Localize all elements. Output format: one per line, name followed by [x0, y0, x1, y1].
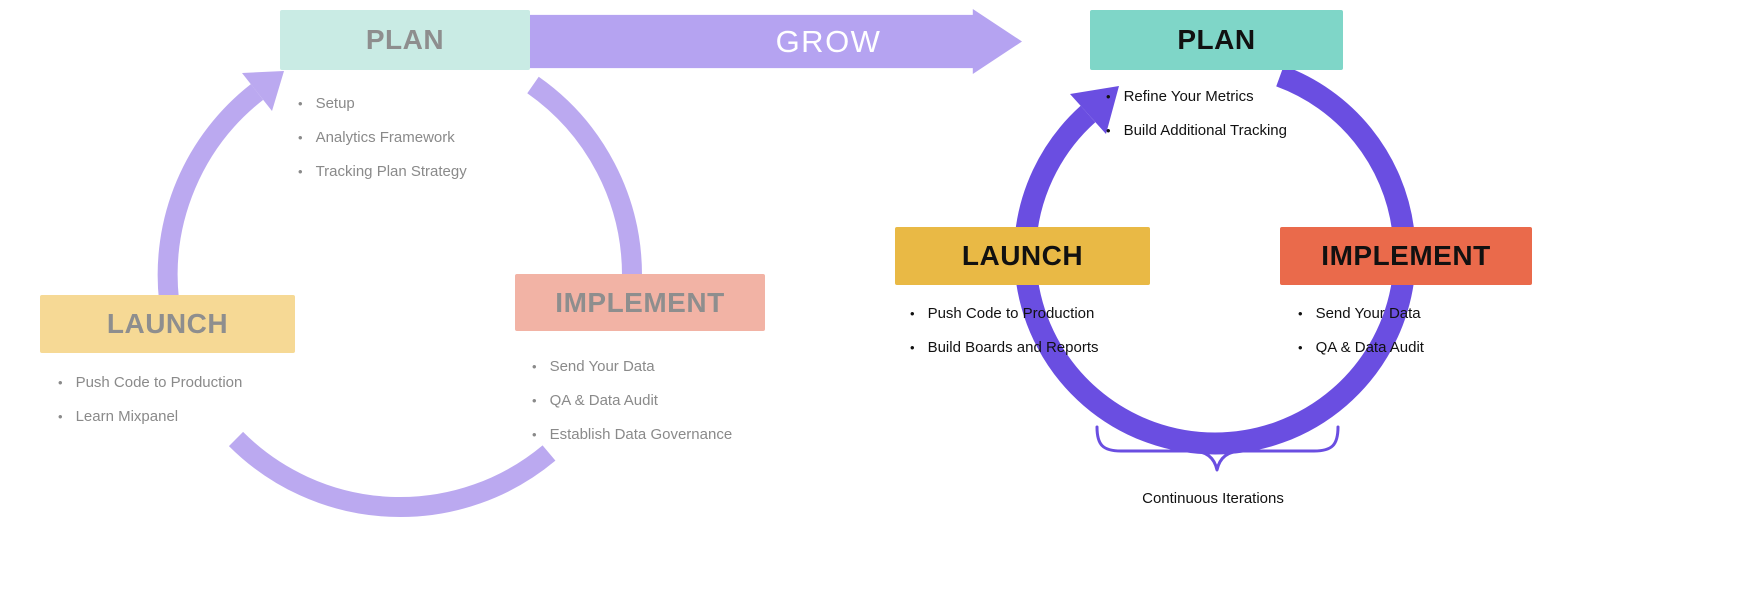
bullet-text: Push Code to Production [75, 374, 243, 391]
bullet-icon: • [298, 130, 303, 145]
bullet-icon: • [1298, 340, 1303, 355]
bullet-icon: • [532, 427, 537, 442]
right-arc-plan-to-implement [1276, 65, 1414, 231]
list-item: • Push Code to Production [910, 304, 1099, 323]
right-implement-box: IMPLEMENT [1280, 227, 1532, 285]
bullet-icon: • [910, 306, 915, 321]
bullet-text: Send Your Data [1315, 305, 1421, 322]
bullet-icon: • [1106, 123, 1111, 138]
right-implement-bullets: • Send Your Data • QA & Data Audit [1298, 304, 1424, 372]
bullet-icon: • [910, 340, 915, 355]
bullet-icon: • [1106, 89, 1111, 104]
right-implement-label: IMPLEMENT [1321, 240, 1491, 271]
right-launch-box: LAUNCH [895, 227, 1150, 285]
left-implement-box: IMPLEMENT [515, 274, 765, 331]
list-item: • Refine Your Metrics [1106, 87, 1287, 106]
right-launch-bullets: • Push Code to Production • Build Boards… [910, 304, 1099, 372]
bullet-text: Build Additional Tracking [1123, 122, 1287, 139]
left-launch-label: LAUNCH [106, 308, 229, 339]
bullet-icon: • [532, 359, 537, 374]
continuous-iterations-brace-icon [1095, 425, 1340, 472]
right-plan-label: PLAN [1177, 24, 1256, 55]
left-plan-box: PLAN [280, 10, 530, 70]
right-launch-label: LAUNCH [961, 240, 1084, 271]
left-arc-implement-to-launch [228, 431, 556, 518]
right-arc-implement-to-launch [1016, 279, 1414, 455]
bullet-text: Establish Data Governance [549, 426, 733, 443]
right-plan-bullets: • Refine Your Metrics • Build Additional… [1106, 87, 1287, 155]
bullet-text: Push Code to Production [927, 305, 1095, 322]
left-implement-label: IMPLEMENT [555, 286, 725, 318]
left-launch-box: LAUNCH [40, 295, 295, 353]
bullet-icon: • [58, 409, 63, 424]
bullet-text: QA & Data Audit [549, 392, 658, 409]
right-plan-box: PLAN [1090, 10, 1343, 70]
list-item: • Setup [298, 94, 467, 113]
bullet-text: Setup [315, 95, 355, 112]
list-item: • Analytics Framework [298, 128, 467, 147]
right-cycle-arrowhead-icon [1070, 86, 1119, 134]
bullet-icon: • [58, 375, 63, 390]
bullet-text: Analytics Framework [315, 129, 455, 146]
bullet-icon: • [298, 96, 303, 111]
list-item: • Learn Mixpanel [58, 407, 242, 426]
list-item: • QA & Data Audit [532, 391, 732, 410]
continuous-iterations-caption: Continuous Iterations [1142, 490, 1284, 507]
list-item: • Send Your Data [532, 357, 732, 376]
list-item: • Tracking Plan Strategy [298, 162, 467, 181]
left-implement-bullets: • Send Your Data • QA & Data Audit • Est… [532, 357, 732, 459]
list-item: • Send Your Data [1298, 304, 1424, 323]
left-cycle-arrowhead-icon [242, 71, 284, 111]
list-item: • Push Code to Production [58, 373, 242, 392]
bullet-icon: • [298, 164, 303, 179]
bullet-text: Learn Mixpanel [75, 408, 179, 425]
left-launch-bullets: • Push Code to Production • Learn Mixpan… [58, 373, 242, 441]
bullet-text: Tracking Plan Strategy [315, 163, 467, 180]
list-item: • Build Boards and Reports [910, 338, 1099, 357]
list-item: • QA & Data Audit [1298, 338, 1424, 357]
list-item: • Build Additional Tracking [1106, 121, 1287, 140]
left-plan-bullets: • Setup • Analytics Framework • Tracking… [298, 94, 467, 196]
grow-arrow: GROW [530, 9, 1022, 74]
left-arc-plan-to-implement [527, 76, 642, 276]
left-plan-label: PLAN [365, 24, 445, 55]
list-item: • Establish Data Governance [532, 425, 732, 444]
left-arc-launch-to-plan [157, 84, 264, 302]
grow-label: GROW [775, 23, 882, 59]
bullet-text: Refine Your Metrics [1123, 88, 1254, 105]
bullet-text: QA & Data Audit [1315, 339, 1424, 356]
bullet-icon: • [532, 393, 537, 408]
bullet-text: Build Boards and Reports [927, 339, 1099, 356]
bullet-text: Send Your Data [549, 358, 655, 375]
bullet-icon: • [1298, 306, 1303, 321]
